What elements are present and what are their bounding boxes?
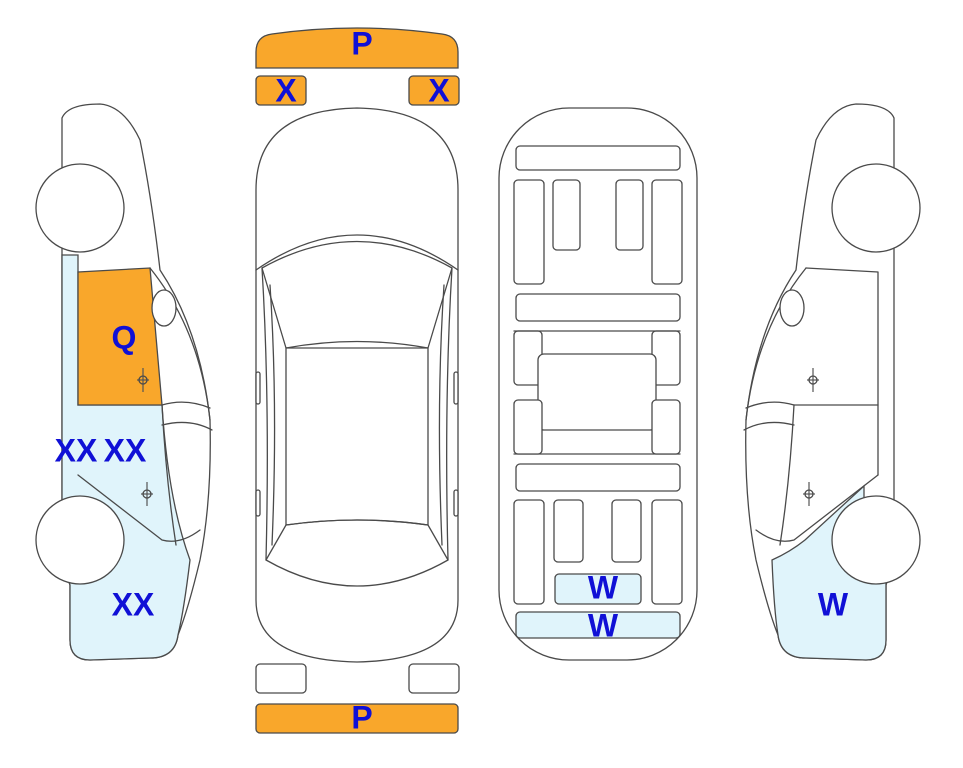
rear-left-corner[interactable] <box>255 663 307 694</box>
right-rear-quarter-code: W <box>818 586 849 622</box>
left-rear-door-line <box>77 474 201 542</box>
underbody-center-frame <box>513 330 681 455</box>
underbody-rear-bar[interactable] <box>515 611 681 639</box>
top-right-mirror <box>453 371 459 405</box>
front-left-corner[interactable] <box>255 75 307 106</box>
left-window-line-2 <box>161 421 213 431</box>
top-body-outline <box>255 107 459 663</box>
underbody-view <box>498 107 698 661</box>
underbody-front-rail-left <box>513 179 545 285</box>
left-sill-line <box>161 404 177 546</box>
underbody-rear-bar-code: W <box>588 607 619 643</box>
right-window-line <box>745 401 795 409</box>
right-rear-wheel <box>831 495 921 585</box>
underbody-side-right-lower <box>651 399 681 455</box>
right-door-outline <box>805 267 879 476</box>
underbody-front-bar <box>515 145 681 171</box>
front-bumper-code: P <box>351 25 372 61</box>
underbody-center-panel <box>537 353 657 431</box>
left-rear-door-code-b: XX <box>104 432 147 468</box>
rear-right-corner[interactable] <box>408 663 460 694</box>
top-left-inner-curve <box>269 284 276 546</box>
left-rear-quarter-code: XX <box>112 586 155 622</box>
underbody-front-rail-right <box>651 179 683 285</box>
top-left-body-curve <box>261 267 268 561</box>
right-front-wheel <box>831 163 921 253</box>
front-right-corner[interactable] <box>408 75 460 106</box>
right-sill-line <box>779 404 795 546</box>
top-left-mirror <box>255 371 261 405</box>
left-side-view <box>35 103 213 661</box>
right-rear-door-line <box>755 474 879 542</box>
underbody-rear-slot-right <box>611 499 642 563</box>
underbody-crossmember-2 <box>515 463 681 492</box>
rear-bumper[interactable] <box>255 703 459 734</box>
left-mirror <box>151 289 177 327</box>
left-front-door-code: Q <box>112 319 137 355</box>
left-front-wheel <box>35 163 125 253</box>
left-rear-door-code-a: XX <box>55 432 98 468</box>
left-rear-wheel <box>35 495 125 585</box>
front-right-corner-code: X <box>428 72 450 108</box>
underbody-front-slot-left <box>552 179 581 251</box>
front-left-corner-code: X <box>275 72 297 108</box>
top-left-rear-mirror <box>255 489 261 517</box>
underbody-rear-rail-left <box>513 499 545 605</box>
damage-labels: P X X Q XX XX XX W W W P <box>55 25 849 735</box>
right-window-line-2 <box>743 421 795 431</box>
right-door-line <box>745 267 807 421</box>
top-right-inner-curve <box>438 284 445 546</box>
underbody-side-left-lower <box>513 399 543 455</box>
right-rear-handle <box>803 482 815 506</box>
top-hood-line <box>255 234 459 271</box>
top-rear-window <box>265 519 449 587</box>
right-side-view <box>743 103 921 661</box>
underbody-rear-panel-code: W <box>588 569 619 605</box>
rear-bumper-code: P <box>351 699 372 735</box>
left-front-handle <box>137 368 149 392</box>
underbody-front-slot-right <box>615 179 644 251</box>
right-front-handle <box>807 368 819 392</box>
left-door-line <box>149 267 211 421</box>
left-rear-handle <box>141 482 153 506</box>
underbody-rear-rail-right <box>651 499 683 605</box>
top-right-rear-mirror <box>453 489 459 517</box>
front-bumper[interactable] <box>255 27 459 69</box>
top-view <box>255 27 460 734</box>
underbody-crossmember-1 <box>515 293 681 322</box>
right-mirror <box>779 289 805 327</box>
underbody-rear-slot-left <box>553 499 584 563</box>
top-right-body-curve <box>446 267 453 561</box>
underbody-rear-panel[interactable] <box>554 573 642 605</box>
left-window-line <box>161 401 211 409</box>
